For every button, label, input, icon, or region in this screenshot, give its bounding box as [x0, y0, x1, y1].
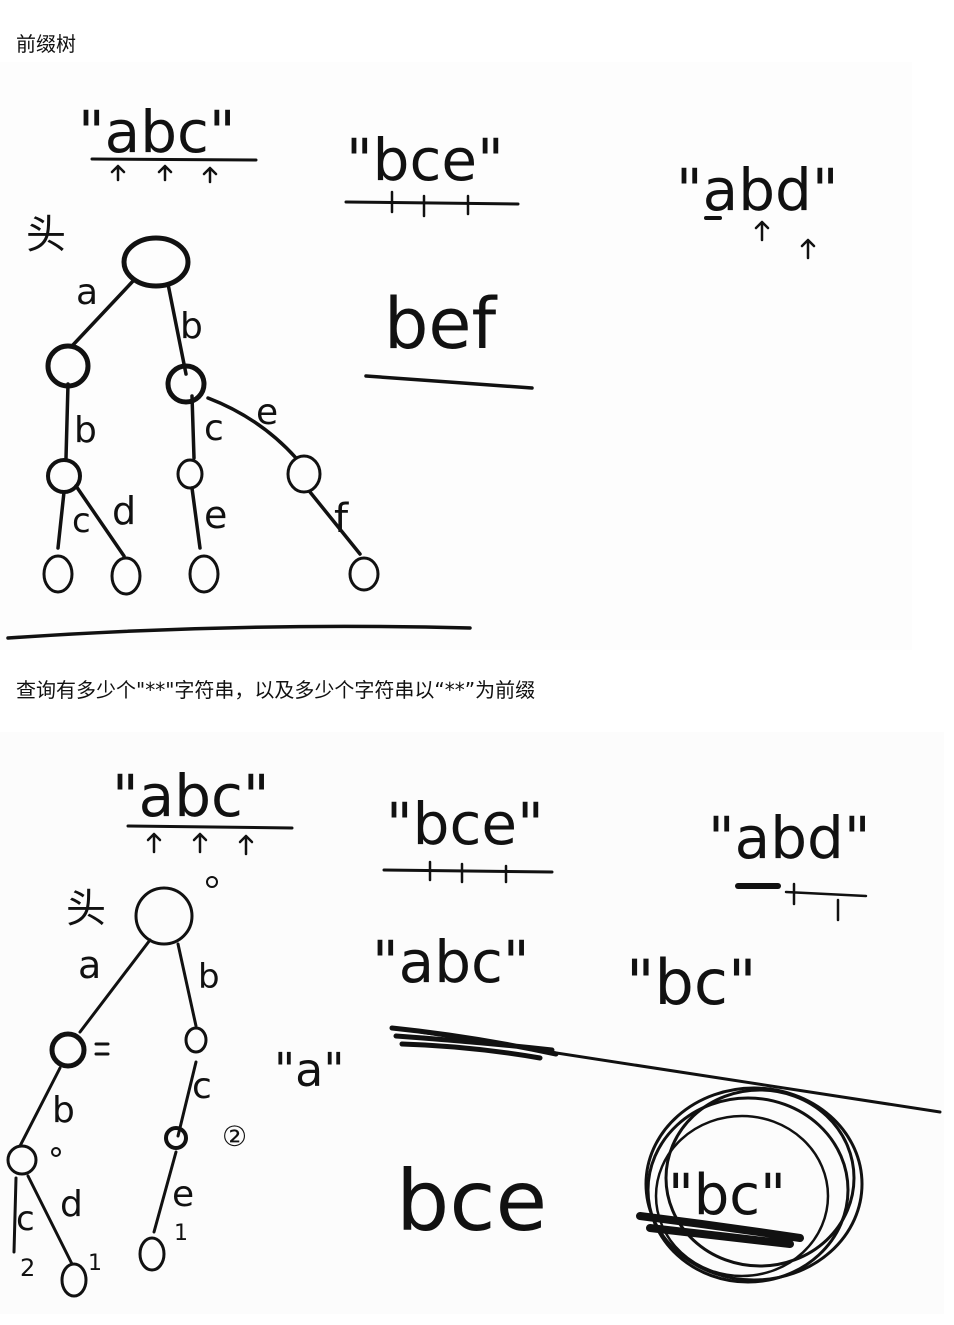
count-label: 1 — [174, 1221, 188, 1246]
trie-sketch-image-top: "abc" "bce" "abd" bef 头 a b b c e c — [0, 62, 912, 650]
edge-label-f: f — [334, 496, 349, 542]
edge-label-c: c — [204, 408, 224, 449]
edge-label-b: b — [74, 410, 97, 451]
word-abd: "abd" — [708, 804, 871, 872]
edge-label-e: e — [172, 1174, 194, 1215]
word-a: "a" — [274, 1043, 345, 1097]
root-label: 头 — [26, 212, 66, 258]
word-bef: bef — [384, 283, 498, 365]
edge-label-a: a — [76, 272, 98, 313]
word-abc-2: "abc" — [372, 928, 530, 996]
edge-label-e: e — [256, 392, 278, 433]
section-title-query: 查询有多少个"**"字符串，以及多少个字符串以“**”为前缀 — [16, 678, 536, 702]
count-label: 1 — [88, 1251, 102, 1276]
count-label-circled: ② — [222, 1120, 247, 1153]
word-bce-large: bce — [396, 1152, 547, 1250]
word-bc: "bc" — [626, 946, 756, 1019]
root-label: 头 — [66, 886, 106, 932]
word-bce: "bce" — [346, 126, 504, 194]
word-bc-circled: "bc" — [668, 1163, 786, 1228]
count-label: 2 — [20, 1254, 35, 1282]
section-title-trie: 前缀树 — [16, 32, 76, 56]
edge-label-d: d — [112, 489, 136, 533]
edge-label-c: c — [16, 1199, 35, 1239]
edge-label-b: b — [198, 957, 220, 997]
edge-label-b: b — [52, 1090, 75, 1131]
edge-label-c: c — [192, 1066, 212, 1107]
word-abc: "abc" — [112, 762, 270, 830]
edge-label-c: c — [72, 501, 91, 541]
edge-label-b: b — [180, 306, 203, 347]
word-abc: "abc" — [78, 98, 236, 166]
edge-label-d: d — [60, 1184, 83, 1225]
edge-label-a: a — [78, 943, 101, 987]
word-abd: "abd" — [676, 156, 839, 224]
trie-sketch-image-bottom: "abc" "bce" "abd" "abc" "bc" "a" bce "bc… — [0, 732, 944, 1314]
edge-label-e: e — [204, 493, 227, 537]
word-bce: "bce" — [386, 790, 544, 858]
